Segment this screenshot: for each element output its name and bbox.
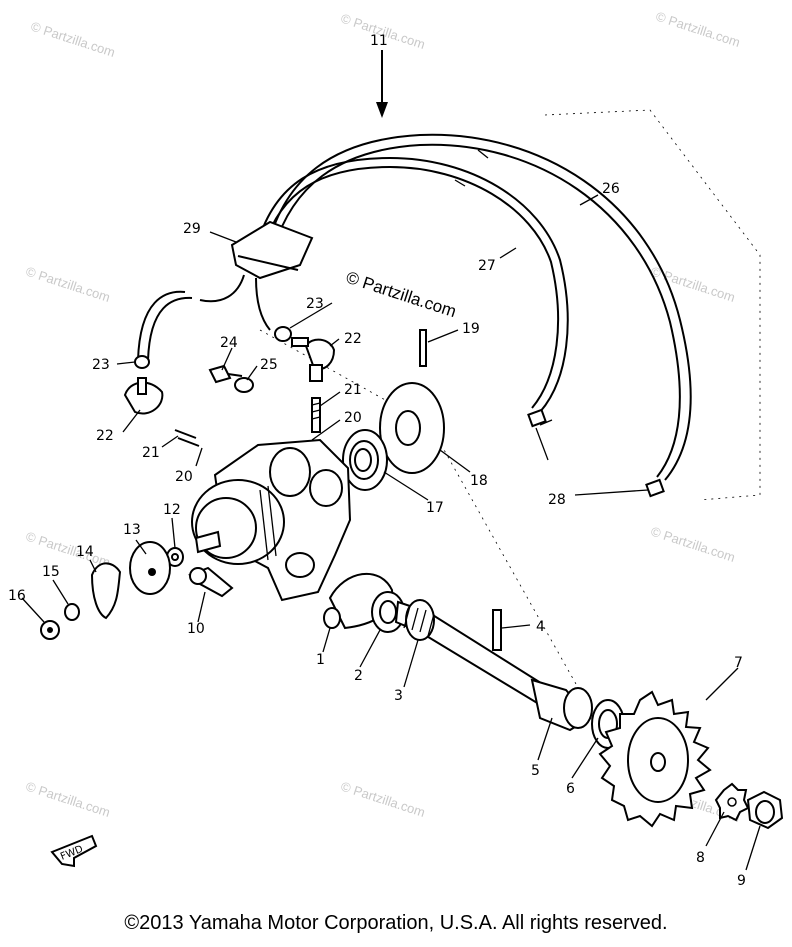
oil-pump-body (191, 438, 352, 602)
bearing-17 (342, 429, 388, 491)
nut-9 (746, 790, 784, 830)
callout-26: 26 (602, 181, 620, 197)
gear-18 (379, 382, 445, 474)
callout-24: 24 (220, 335, 238, 351)
watermark: © Partzilla.com (24, 264, 112, 305)
gaskets (323, 572, 405, 633)
callout-9: 9 (737, 873, 746, 889)
callout-14: 14 (76, 544, 94, 560)
callouts: 11 26 27 29 23 22 19 23 24 25 21 20 22 2… (8, 33, 746, 889)
dashed-boundary (544, 109, 761, 501)
callout-25: 25 (260, 357, 278, 373)
callout-19: 19 (462, 321, 480, 337)
watermark: © Partzilla.com (339, 779, 427, 820)
callout-21-left: 21 (142, 445, 160, 461)
leader-lines (21, 194, 761, 871)
callout-5: 5 (531, 763, 540, 779)
fittings (123, 326, 336, 447)
callout-6: 6 (566, 781, 575, 797)
callout-10: 10 (187, 621, 205, 637)
callout-1: 1 (316, 652, 325, 668)
arrow-11 (376, 50, 388, 118)
callout-27: 27 (478, 258, 496, 274)
collar-5 (530, 678, 593, 732)
callout-7: 7 (734, 655, 743, 671)
callout-28: 28 (548, 492, 566, 508)
callout-23-right: 23 (306, 296, 324, 312)
callout-23-left: 23 (92, 357, 110, 373)
watermark-center: © Partzilla.com (344, 268, 459, 321)
watermark: © Partzilla.com (29, 19, 117, 60)
washer-8 (714, 782, 750, 822)
gear-7 (598, 690, 712, 828)
callout-22-left: 22 (96, 428, 114, 444)
callout-17: 17 (426, 500, 444, 516)
callout-21-right: 21 (344, 382, 362, 398)
callout-16: 16 (8, 588, 26, 604)
callout-15: 15 (42, 564, 60, 580)
watermark: © Partzilla.com (649, 524, 737, 565)
callout-4: 4 (536, 619, 545, 635)
callout-3: 3 (394, 688, 403, 704)
callout-13: 13 (123, 522, 141, 538)
callout-29: 29 (183, 221, 201, 237)
callout-20-right: 20 (344, 410, 362, 426)
watermark: © Partzilla.com (24, 529, 112, 570)
fwd-arrow: FWD (50, 834, 98, 868)
callout-20-left: 20 (175, 469, 193, 485)
oil-pipes (257, 133, 692, 481)
watermark: © Partzilla.com (654, 9, 742, 50)
copyright-notice: ©2013 Yamaha Motor Corporation, U.S.A. A… (124, 912, 668, 934)
watermark: © Partzilla.com (24, 779, 112, 820)
callout-11: 11 (370, 33, 388, 49)
pipe-ends (527, 408, 665, 498)
junction-block (137, 220, 314, 361)
callout-22-right: 22 (344, 331, 362, 347)
callout-12: 12 (163, 502, 181, 518)
callout-2: 2 (354, 668, 363, 684)
callout-18: 18 (470, 473, 488, 489)
callout-8: 8 (696, 850, 705, 866)
pins (311, 329, 427, 433)
